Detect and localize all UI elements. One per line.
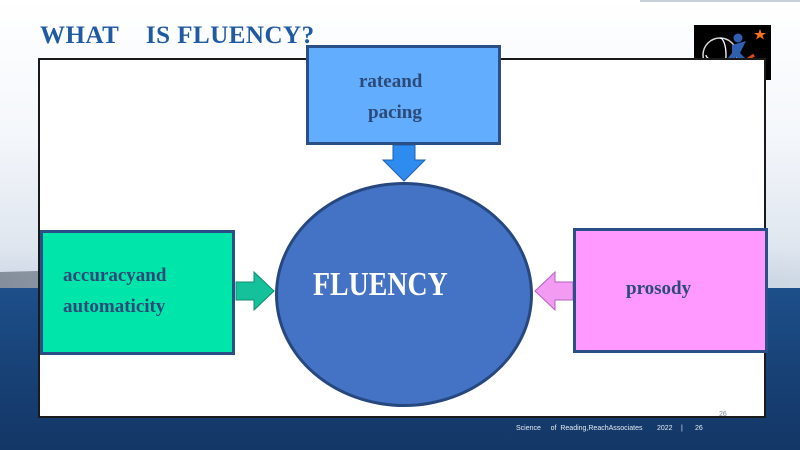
footer-page: 26 — [695, 425, 703, 432]
accuracy-box-line1: accuracyand — [63, 265, 167, 286]
rate-and-pacing-box: rateand pacing — [306, 45, 501, 145]
rate-box-line2: pacing — [368, 102, 422, 123]
prosody-box: prosody — [573, 228, 768, 353]
accuracy-box-line2: automaticity — [63, 296, 166, 317]
footer-source: Science of Reading,ReachAssociates — [516, 425, 643, 432]
top-divider — [640, 0, 800, 2]
fluency-circle — [275, 182, 533, 407]
rate-box-line1: rateand — [359, 71, 423, 92]
page-number: 26 — [719, 411, 727, 418]
prosody-box-label: prosody — [626, 278, 692, 299]
footer-separator: | — [681, 425, 683, 432]
fluency-label: FLUENCY — [313, 266, 448, 303]
footer-year: 2022 — [657, 425, 673, 432]
accuracy-and-automaticity-box: accuracyand automaticity — [40, 230, 235, 355]
slide-title: WHAT IS FLUENCY? — [40, 22, 315, 49]
